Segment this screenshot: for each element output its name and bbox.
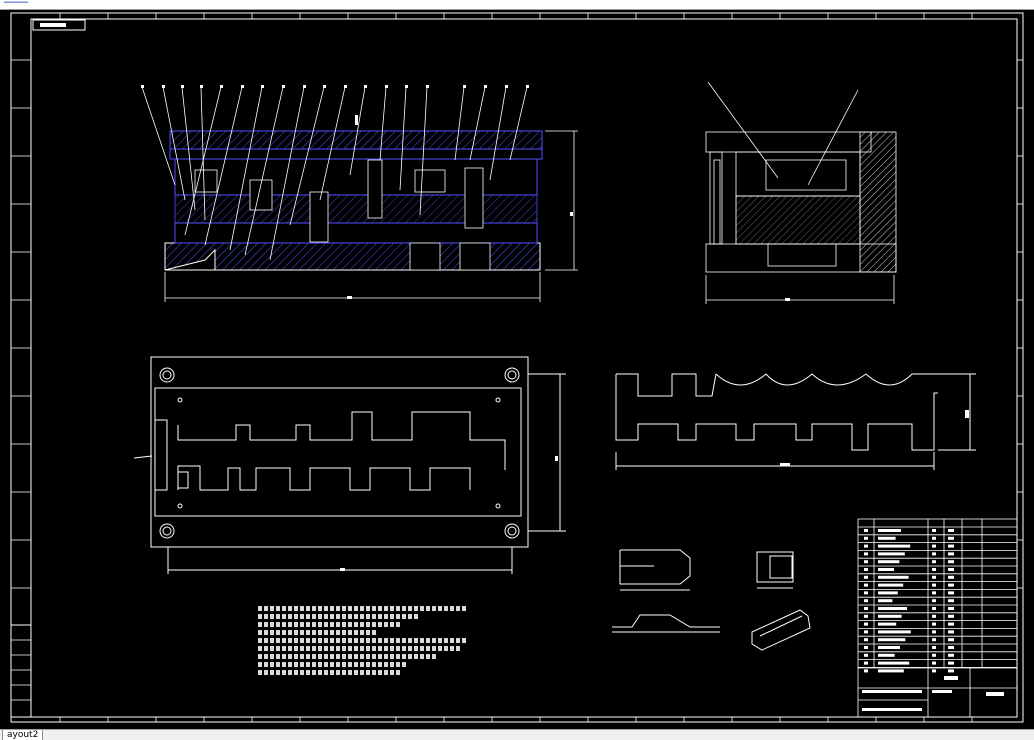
frame-ticks [11,13,1023,722]
drawing-frame [10,12,1024,723]
top-bar: ………… [0,0,1034,10]
tab-layout2[interactable]: ayout2 [2,730,44,740]
drawing-svg[interactable] [0,10,1034,729]
leader-lines [141,85,529,261]
technical-notes [258,606,466,675]
title-block [857,518,1018,718]
plan-view [133,356,566,574]
drawing-canvas[interactable] [0,10,1034,729]
strip-layout [615,373,976,470]
layout-tab-bar: ayout2 [0,729,1034,740]
top-bar-text: ………… [4,0,29,6]
plan-holes [159,367,520,539]
parts-list-text [862,529,1004,711]
part-details [612,549,811,651]
side-view [705,81,897,304]
front-section-view [141,85,578,302]
